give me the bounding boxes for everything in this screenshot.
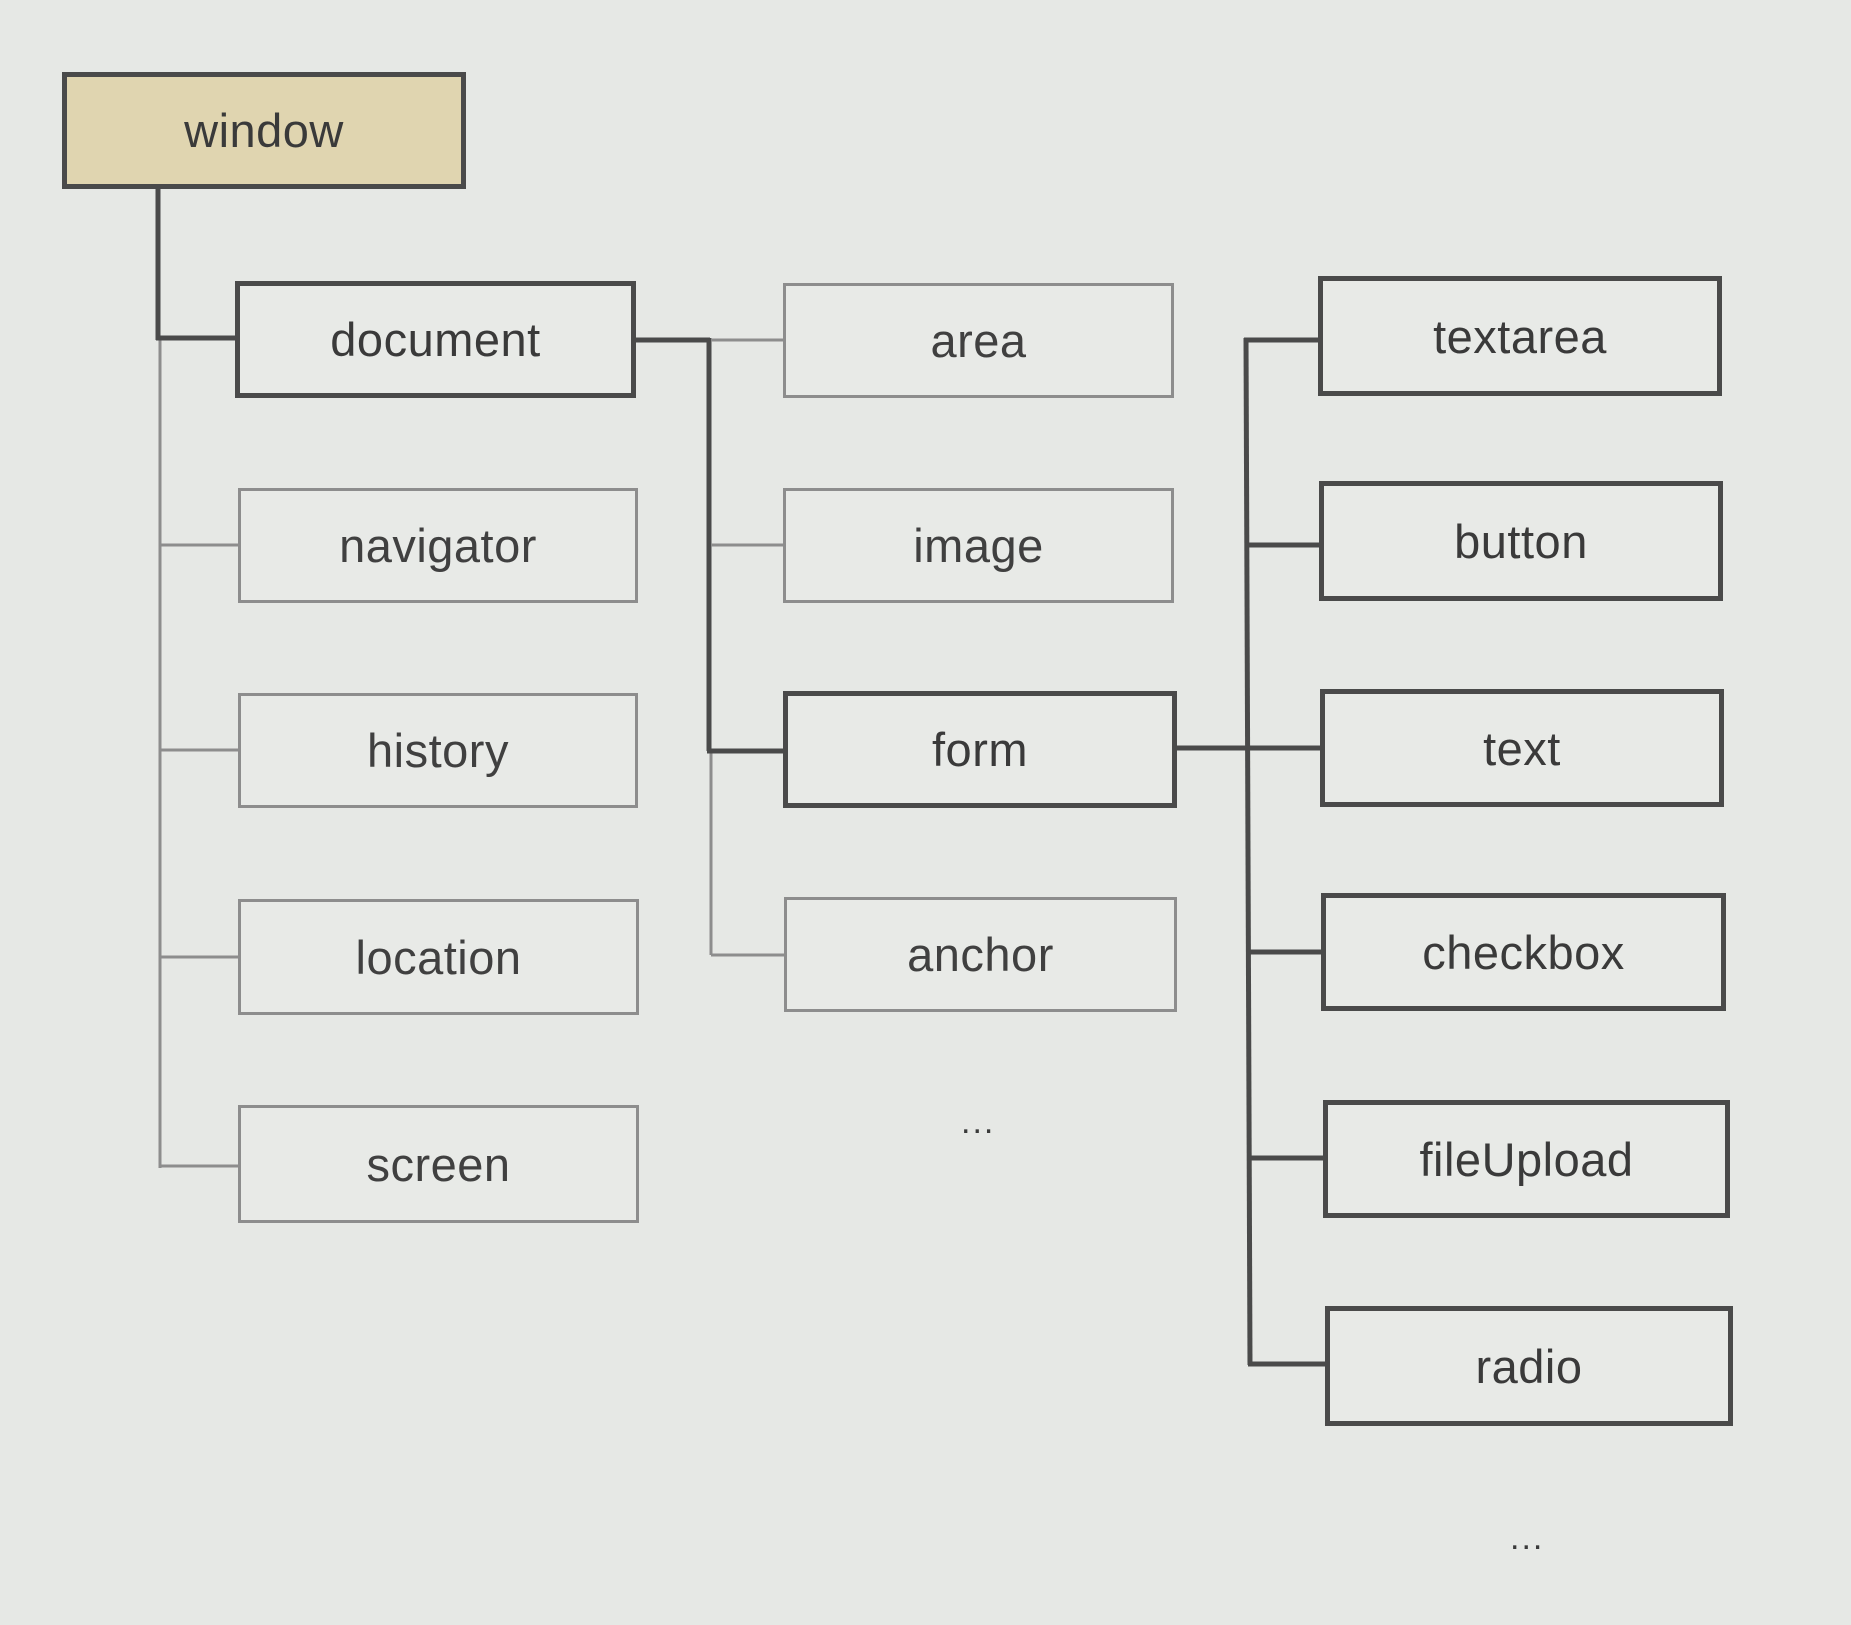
node-textarea: textarea bbox=[1318, 276, 1722, 396]
node-window: window bbox=[62, 72, 466, 189]
ellipsis-form-children: ... bbox=[1510, 1519, 1545, 1557]
node-screen: screen bbox=[238, 1105, 639, 1223]
node-text: text bbox=[1320, 689, 1724, 807]
node-form: form bbox=[783, 691, 1177, 808]
node-image: image bbox=[783, 488, 1174, 603]
ellipsis-document-children: ... bbox=[961, 1103, 996, 1141]
form-trunk bbox=[1243, 337, 1253, 1366]
node-checkbox: checkbox bbox=[1321, 893, 1726, 1011]
node-area: area bbox=[783, 283, 1174, 398]
node-fileupload: fileUpload bbox=[1323, 1100, 1730, 1218]
node-history: history bbox=[238, 693, 638, 808]
node-document: document bbox=[235, 281, 636, 398]
node-anchor: anchor bbox=[784, 897, 1177, 1012]
node-radio: radio bbox=[1325, 1306, 1733, 1426]
node-location: location bbox=[238, 899, 639, 1015]
node-navigator: navigator bbox=[238, 488, 638, 603]
node-button: button bbox=[1319, 481, 1723, 601]
